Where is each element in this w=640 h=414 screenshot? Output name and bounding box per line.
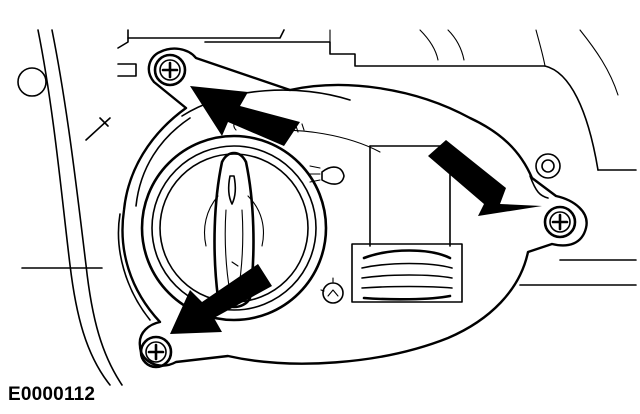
screw-top-left-icon [153, 53, 187, 87]
instrument-illumination-symbol-icon [320, 277, 344, 304]
figure-code: E0000112 [8, 384, 96, 405]
screw-bottom-left-icon [139, 335, 173, 369]
arrow-to-top-left-screw-icon [190, 86, 300, 146]
dimmer-thumbwheel [351, 145, 463, 303]
headlamp-symbol-icon [309, 165, 345, 185]
arrow-to-right-screw-icon [428, 140, 542, 216]
dashboard-panel-outline [17, 29, 637, 386]
arrow-to-bottom-left-screw-icon [170, 264, 272, 334]
screw-right-icon [543, 205, 577, 239]
